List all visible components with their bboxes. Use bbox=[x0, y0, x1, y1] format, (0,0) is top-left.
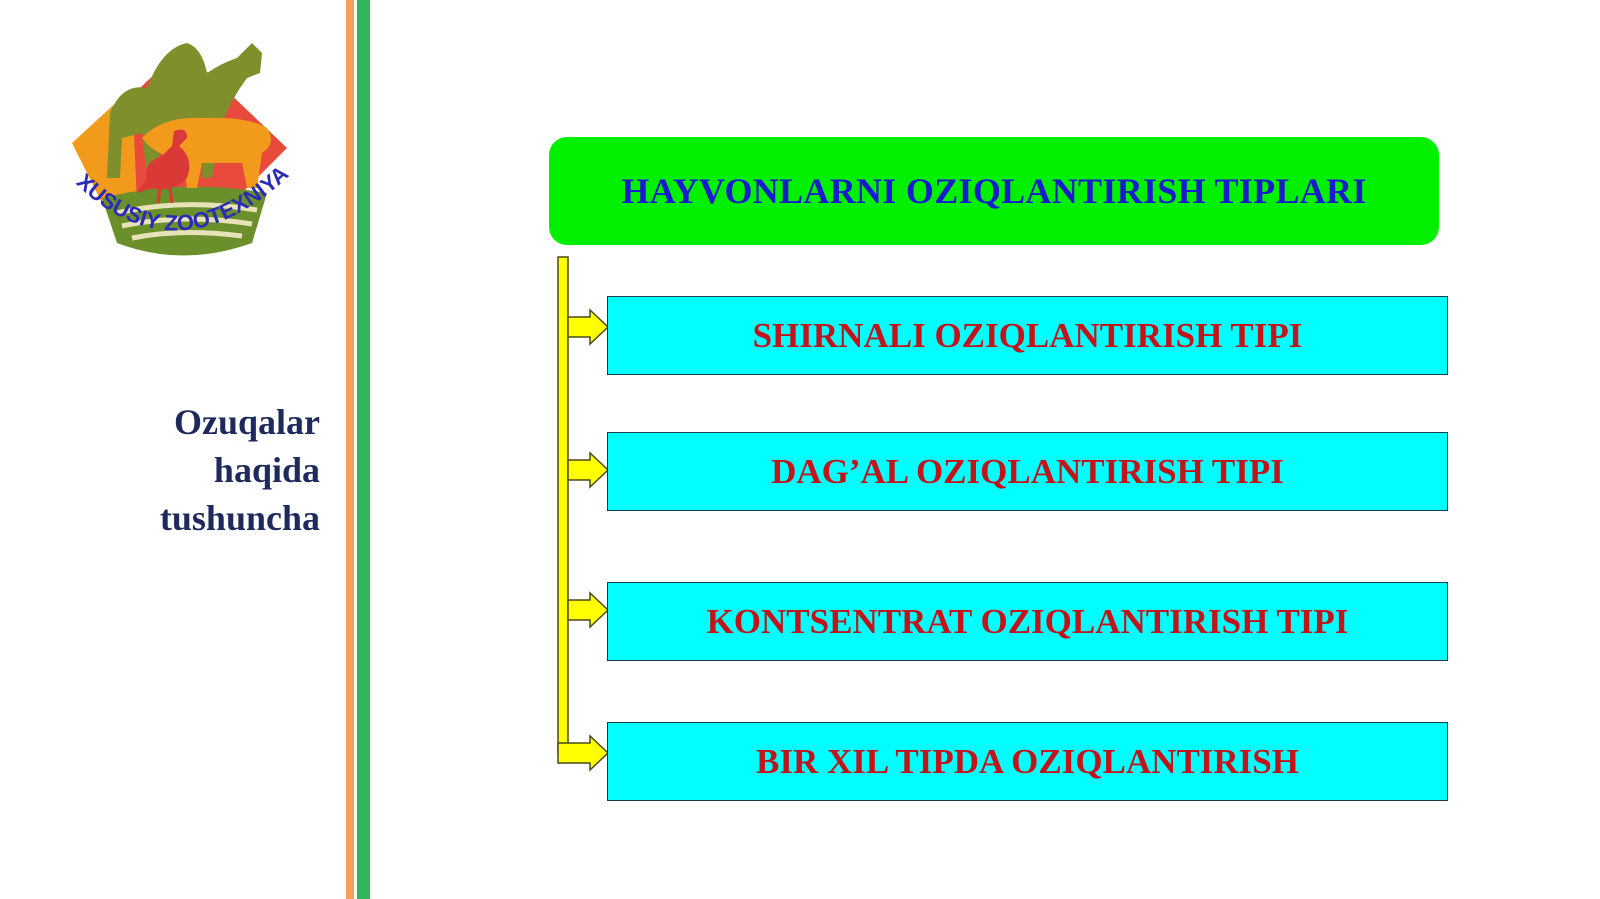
connector-arrow-1 bbox=[567, 308, 610, 346]
connector-arrow-3 bbox=[567, 591, 610, 629]
divider-stripe-orange bbox=[346, 0, 354, 899]
feeding-type-box-3: KONTSENTRAT OZIQLANTIRISH TIPI bbox=[607, 582, 1448, 661]
feeding-type-box-1: SHIRNALI OZIQLANTIRISH TIPI bbox=[607, 296, 1448, 375]
section-title: Ozuqalar haqida tushuncha bbox=[60, 398, 320, 542]
diagram-header: HAYVONLARNI OZIQLANTIRISH TIPLARI bbox=[549, 137, 1439, 245]
feeding-type-box-4: BIR XIL TIPDA OZIQLANTIRISH bbox=[607, 722, 1448, 801]
diagram-header-text: HAYVONLARNI OZIQLANTIRISH TIPLARI bbox=[621, 171, 1367, 211]
feeding-type-label-1: SHIRNALI OZIQLANTIRISH TIPI bbox=[752, 315, 1303, 355]
feeding-type-box-2: DAG’AL OZIQLANTIRISH TIPI bbox=[607, 432, 1448, 511]
feeding-type-label-4: BIR XIL TIPDA OZIQLANTIRISH bbox=[756, 741, 1299, 781]
logo: XUSUSIY ZOOTEXNIYA bbox=[72, 43, 293, 256]
connector-arrow-4 bbox=[557, 734, 610, 772]
connector-bracket bbox=[557, 256, 610, 772]
section-title-line-3: tushuncha bbox=[159, 498, 320, 538]
connector-vertical-line bbox=[557, 256, 569, 754]
connector-arrow-2 bbox=[567, 451, 610, 489]
section-title-line-2: haqida bbox=[213, 450, 320, 490]
feeding-type-label-2: DAG’AL OZIQLANTIRISH TIPI bbox=[771, 451, 1284, 491]
divider-stripe-green bbox=[357, 0, 370, 899]
section-title-line-1: Ozuqalar bbox=[173, 402, 320, 442]
feeding-type-label-3: KONTSENTRAT OZIQLANTIRISH TIPI bbox=[706, 601, 1349, 641]
